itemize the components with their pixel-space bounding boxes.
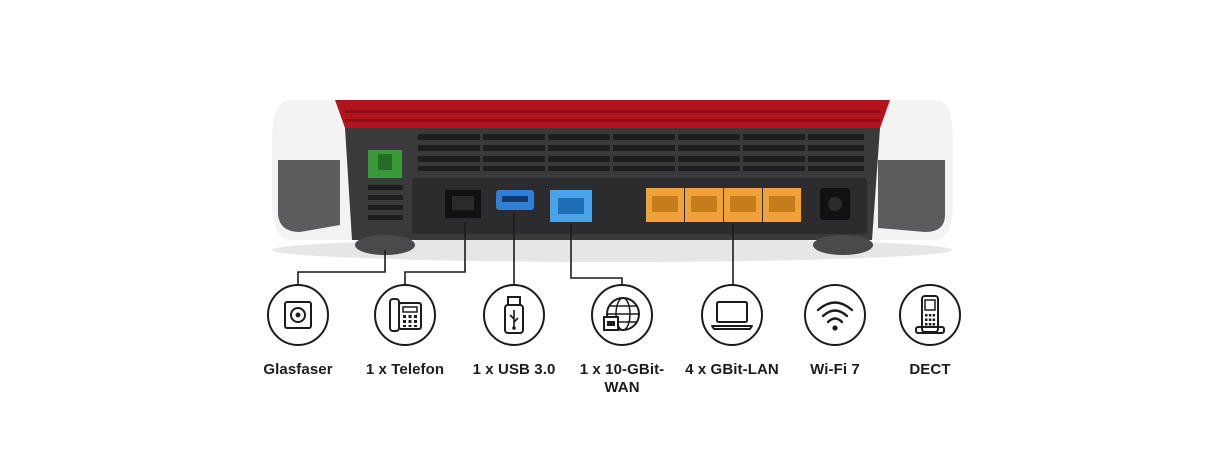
connector-lines (297, 212, 734, 285)
wan-globe-icon (591, 284, 653, 346)
wan-port-slot (558, 198, 584, 214)
feature-lan: 4 x GBit-LAN (667, 283, 797, 379)
feature-label-usb: 1 x USB 3.0 (472, 361, 556, 378)
feature-usb: 1 x USB 3.0 (449, 283, 579, 379)
feature-label-wifi: Wi-Fi 7 (810, 361, 860, 378)
feature-label-lan: 4 x GBit-LAN (685, 361, 779, 378)
red-top-ridge (345, 110, 880, 113)
red-top (335, 100, 890, 128)
feature-wifi: Wi-Fi 7 (770, 283, 900, 379)
feature-wan: 1 x 10-GBit- WAN (557, 283, 687, 397)
feature-telefon: 1 x Telefon (340, 283, 470, 379)
laptop-icon (701, 284, 763, 346)
foot-left (355, 235, 415, 255)
feature-label-dect: DECT (909, 361, 951, 378)
red-top-ridge (345, 119, 880, 122)
usb-icon (483, 284, 545, 346)
fiber-socket-icon (267, 284, 329, 346)
right-end-dark (878, 160, 945, 232)
feature-label-telefon: 1 x Telefon (365, 361, 445, 378)
feature-label-wan-line2: WAN (604, 379, 640, 396)
vent-dividers (480, 132, 808, 172)
feature-label-glasfaser: Glasfaser (263, 361, 333, 378)
telephone-icon (374, 284, 436, 346)
feature-glasfaser: Glasfaser (233, 283, 363, 379)
feature-label-wan-line1: 1 x 10-GBit- (579, 361, 665, 378)
phone-port-slot (452, 196, 474, 210)
vent-grille (368, 134, 864, 220)
left-end-dark (278, 160, 340, 232)
usb-port-slot (502, 196, 528, 202)
dect-phone-icon (899, 284, 961, 346)
foot-right (813, 235, 873, 255)
feature-label-wan: 1 x 10-GBit- WAN (557, 361, 687, 397)
lan-ports (646, 188, 801, 222)
power-port-socket (828, 197, 842, 211)
shadow (272, 238, 952, 262)
fiber-port-slot (378, 154, 392, 170)
feature-dect: DECT (865, 283, 995, 379)
wifi-icon (804, 284, 866, 346)
